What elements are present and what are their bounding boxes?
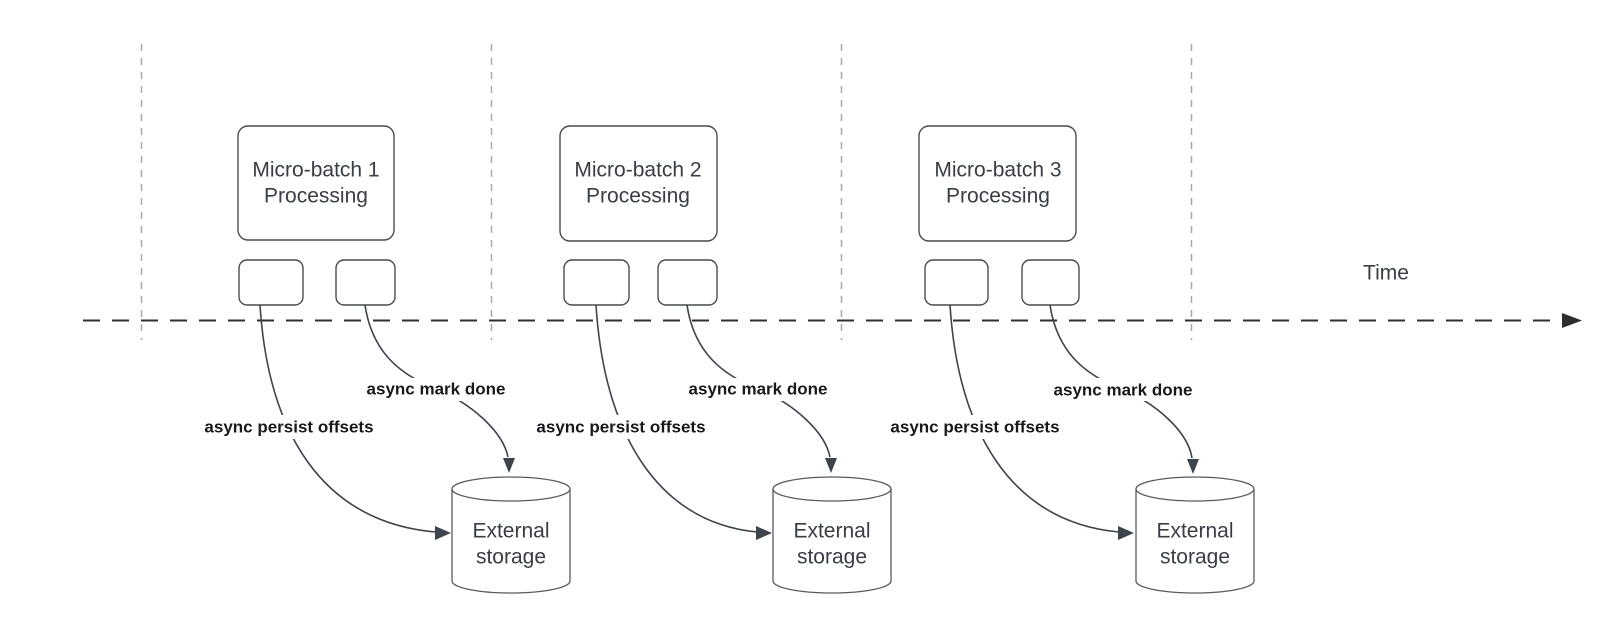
mark-done-label-bg-2 bbox=[684, 378, 832, 401]
persist-offsets-label-1: async persist offsets bbox=[204, 418, 373, 437]
persist-offsets-arrowhead-icon-1 bbox=[435, 526, 451, 540]
external-storage-label-2-line2: storage bbox=[797, 546, 867, 569]
external-storage-cylinder-1 bbox=[451, 476, 571, 594]
micro-batch-3-title-line2: Processing bbox=[946, 185, 1050, 208]
persist-offsets-connector-3 bbox=[949, 304, 1120, 533]
external-storage-3: External storage bbox=[1135, 476, 1255, 594]
persist-offsets-connector-2 bbox=[595, 304, 758, 533]
external-storage-cylinder-rim-2 bbox=[772, 488, 892, 502]
time-axis-label: Time bbox=[1363, 262, 1409, 285]
micro-batch-3-offset-box bbox=[924, 259, 989, 306]
external-storage-cylinder-3 bbox=[1135, 476, 1255, 594]
micro-batch-3-done-box bbox=[1021, 259, 1080, 306]
time-axis: Time bbox=[83, 262, 1582, 328]
external-storage-1: External storage bbox=[451, 476, 571, 594]
mark-done-label-bg-1 bbox=[362, 378, 510, 401]
persist-offsets-label-3: async persist offsets bbox=[890, 418, 1059, 437]
external-storage-cylinder-2 bbox=[772, 476, 892, 594]
external-storage-label-3-line2: storage bbox=[1160, 546, 1230, 569]
mark-done-label-1: async mark done bbox=[367, 380, 506, 399]
mark-done-arrowhead-icon-3 bbox=[1187, 459, 1199, 474]
external-storage-label-2-line1: External bbox=[793, 520, 870, 543]
persist-offsets-label-bg-3 bbox=[883, 415, 1067, 439]
persist-offsets-label-2: async persist offsets bbox=[536, 418, 705, 437]
persist-offsets-arrowhead-icon-2 bbox=[756, 526, 772, 540]
persist-offsets-arrowhead-icon-3 bbox=[1118, 526, 1134, 540]
mark-done-arrowhead-icon-1 bbox=[503, 458, 515, 473]
time-axis-arrowhead-icon bbox=[1562, 313, 1582, 328]
micro-batch-2-offset-box bbox=[563, 259, 630, 306]
micro-batch-2-title-line1: Micro-batch 2 bbox=[574, 159, 701, 182]
micro-batch-1-title-line1: Micro-batch 1 bbox=[252, 159, 379, 182]
external-storage-cylinder-rim-3 bbox=[1135, 488, 1255, 502]
mark-done-label-3: async mark done bbox=[1054, 381, 1193, 400]
persist-offsets-label-bg-1 bbox=[197, 415, 381, 439]
persist-offsets-connector-1 bbox=[259, 304, 437, 533]
micro-batch-3-box bbox=[918, 125, 1077, 242]
micro-batch-2-title-line2: Processing bbox=[586, 185, 690, 208]
external-storage-2: External storage bbox=[772, 476, 892, 594]
external-storage-label-3-line1: External bbox=[1156, 520, 1233, 543]
external-storage-label-1-line1: External bbox=[472, 520, 549, 543]
micro-batch-2-box bbox=[559, 125, 718, 242]
micro-batch-2-group: Micro-batch 2 Processing async persist o… bbox=[529, 125, 892, 594]
micro-batch-1-group: Micro-batch 1 Processing async persist o… bbox=[197, 125, 571, 594]
mark-done-label-2: async mark done bbox=[689, 380, 828, 399]
micro-batch-3-group: Micro-batch 3 Processing async persist o… bbox=[883, 125, 1255, 594]
micro-batch-1-offset-box bbox=[238, 259, 304, 306]
micro-batch-1-done-box bbox=[335, 259, 396, 306]
persist-offsets-label-bg-2 bbox=[529, 415, 713, 439]
external-storage-label-1-line2: storage bbox=[476, 546, 546, 569]
mark-done-label-bg-3 bbox=[1049, 378, 1197, 401]
micro-batch-1-title-line2: Processing bbox=[264, 185, 368, 208]
micro-batch-3-title-line1: Micro-batch 3 bbox=[934, 159, 1061, 182]
external-storage-cylinder-rim-1 bbox=[451, 488, 571, 502]
micro-batch-1-box bbox=[237, 125, 395, 241]
mark-done-arrowhead-icon-2 bbox=[825, 458, 837, 473]
micro-batch-2-done-box bbox=[657, 259, 718, 306]
